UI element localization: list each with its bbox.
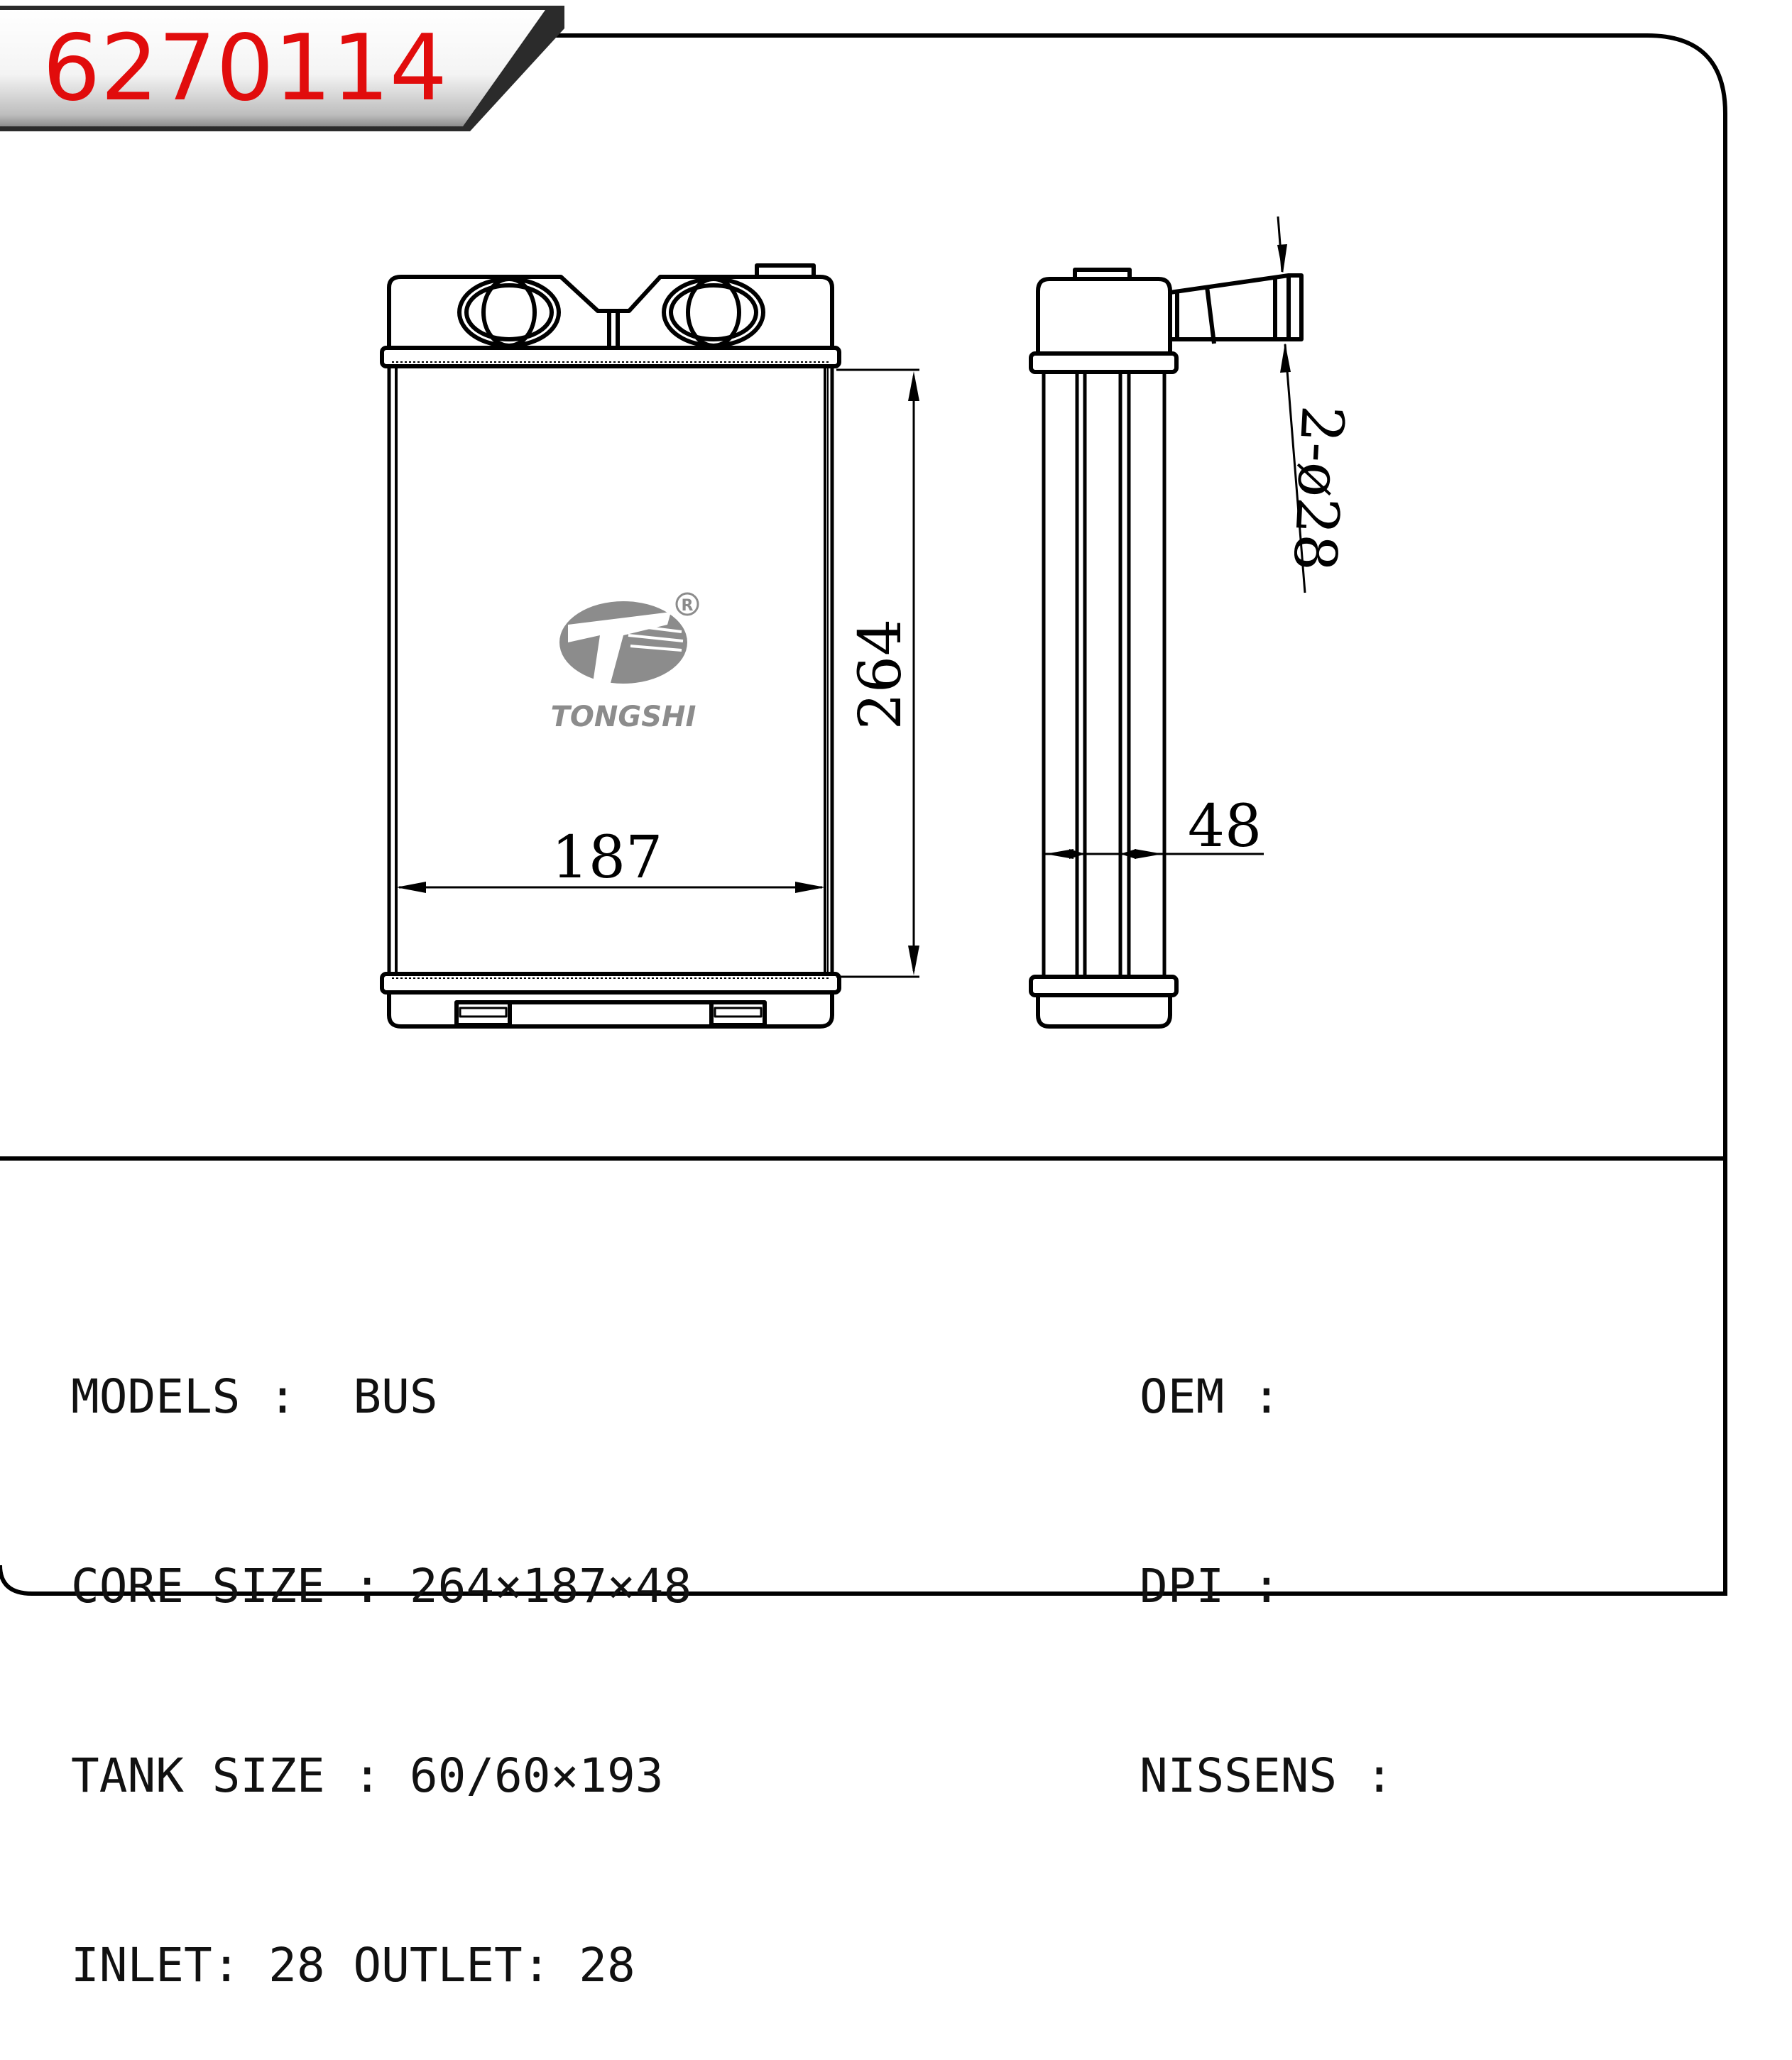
top-tank-lug	[755, 263, 816, 279]
spec-inlet-outlet: INLET: 28 OUTLET: 28	[71, 1938, 635, 1993]
spec-models: MODELS : BUS	[71, 1369, 438, 1424]
spec-tank-size: TANK SIZE : 60/60×193	[71, 1748, 664, 1803]
side-top-header	[1029, 351, 1179, 374]
width-dimension-value: 187	[552, 824, 663, 892]
sheet-frame	[0, 33, 1727, 1596]
part-number-tab: 6270114	[0, 6, 564, 131]
side-top-tank	[1036, 277, 1172, 354]
depth-dimension-value: 48	[1188, 793, 1262, 860]
specs-left: MODELS : BUS CORE SIZE : 264×187×48 TANK…	[71, 1239, 692, 2060]
top-header-plate	[380, 346, 841, 368]
logo-brand-name: TONGSHI	[551, 701, 696, 733]
pipe-diameter-value: 2-ø28	[1280, 404, 1356, 573]
bottom-header-plate	[380, 972, 841, 995]
heater-front-view	[380, 263, 841, 1029]
inlet-port-front	[457, 277, 561, 348]
spec-oem: OEM :	[1140, 1369, 1281, 1424]
registered-mark-icon	[675, 592, 699, 616]
spec-core-size: CORE SIZE : 264×187×48	[71, 1559, 692, 1614]
outlet-port-front	[662, 277, 765, 348]
height-dimension-value: 264	[847, 619, 914, 730]
heater-side-view	[1029, 268, 1304, 1029]
side-bottom-tank	[1036, 995, 1172, 1029]
spec-nissens: NISSENS :	[1140, 1748, 1394, 1803]
depth-dimension	[1044, 849, 1264, 859]
specs-right: OEM : DPI : NISSENS :	[1140, 1239, 1394, 1870]
width-dimension	[396, 882, 825, 893]
tongshi-logo: R TONGSHI	[551, 592, 699, 733]
pipe-diameter-leader	[1277, 216, 1306, 593]
side-bottom-header	[1029, 975, 1179, 997]
top-tank	[387, 275, 834, 350]
registered-mark: R	[682, 597, 694, 615]
height-dimension	[836, 368, 919, 978]
part-number: 6270114	[43, 16, 447, 121]
drawing-sheet: 6270114	[0, 6, 1727, 1596]
spec-dpi: DPI :	[1140, 1559, 1281, 1614]
bottom-tank	[387, 990, 834, 1029]
side-pipe	[1169, 273, 1304, 344]
